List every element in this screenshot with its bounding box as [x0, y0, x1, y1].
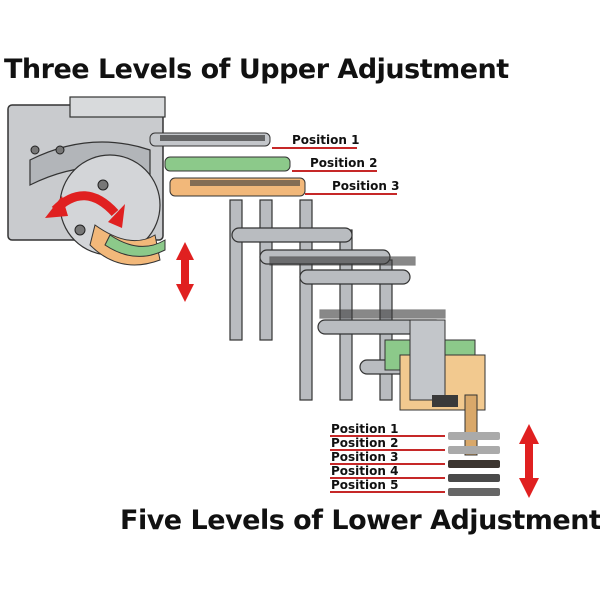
lower-position-4-label: Position 4 [331, 464, 399, 478]
lower-adjustment-title: Five Levels of Lower Adjustment [120, 505, 600, 536]
lower-foot-assembly [384, 319, 486, 456]
lower-position-4-line [330, 477, 445, 479]
upper-position-2-label: Position 2 [310, 156, 378, 170]
upper-arm-position-2 [164, 156, 291, 172]
lower-position-3-label: Position 3 [331, 450, 399, 464]
foot-plates [448, 432, 500, 496]
upper-adjustment-title: Three Levels of Upper Adjustment [4, 54, 509, 85]
upper-arm-position-1 [149, 132, 271, 147]
hinge-housing [7, 96, 166, 266]
upper-position-3-line [305, 193, 397, 195]
upper-position-1-label: Position 1 [292, 133, 360, 147]
scissor-linkage [229, 199, 446, 401]
lower-position-3-line [330, 463, 445, 465]
lower-position-2-line [330, 449, 445, 451]
lower-position-5-label: Position 5 [331, 478, 399, 492]
lower-position-5-line [330, 491, 445, 493]
upper-position-2-line [292, 170, 377, 172]
vertical-double-arrow-icon [519, 424, 539, 498]
lower-position-2-label: Position 2 [331, 436, 399, 450]
upper-position-1-line [272, 147, 357, 149]
upper-arm-position-3 [169, 177, 306, 197]
vertical-double-arrow-icon [176, 242, 194, 302]
curved-double-arrow-icon [45, 191, 125, 228]
lower-position-1-label: Position 1 [331, 422, 399, 436]
lower-position-1-line [330, 435, 445, 437]
upper-position-3-label: Position 3 [332, 179, 400, 193]
